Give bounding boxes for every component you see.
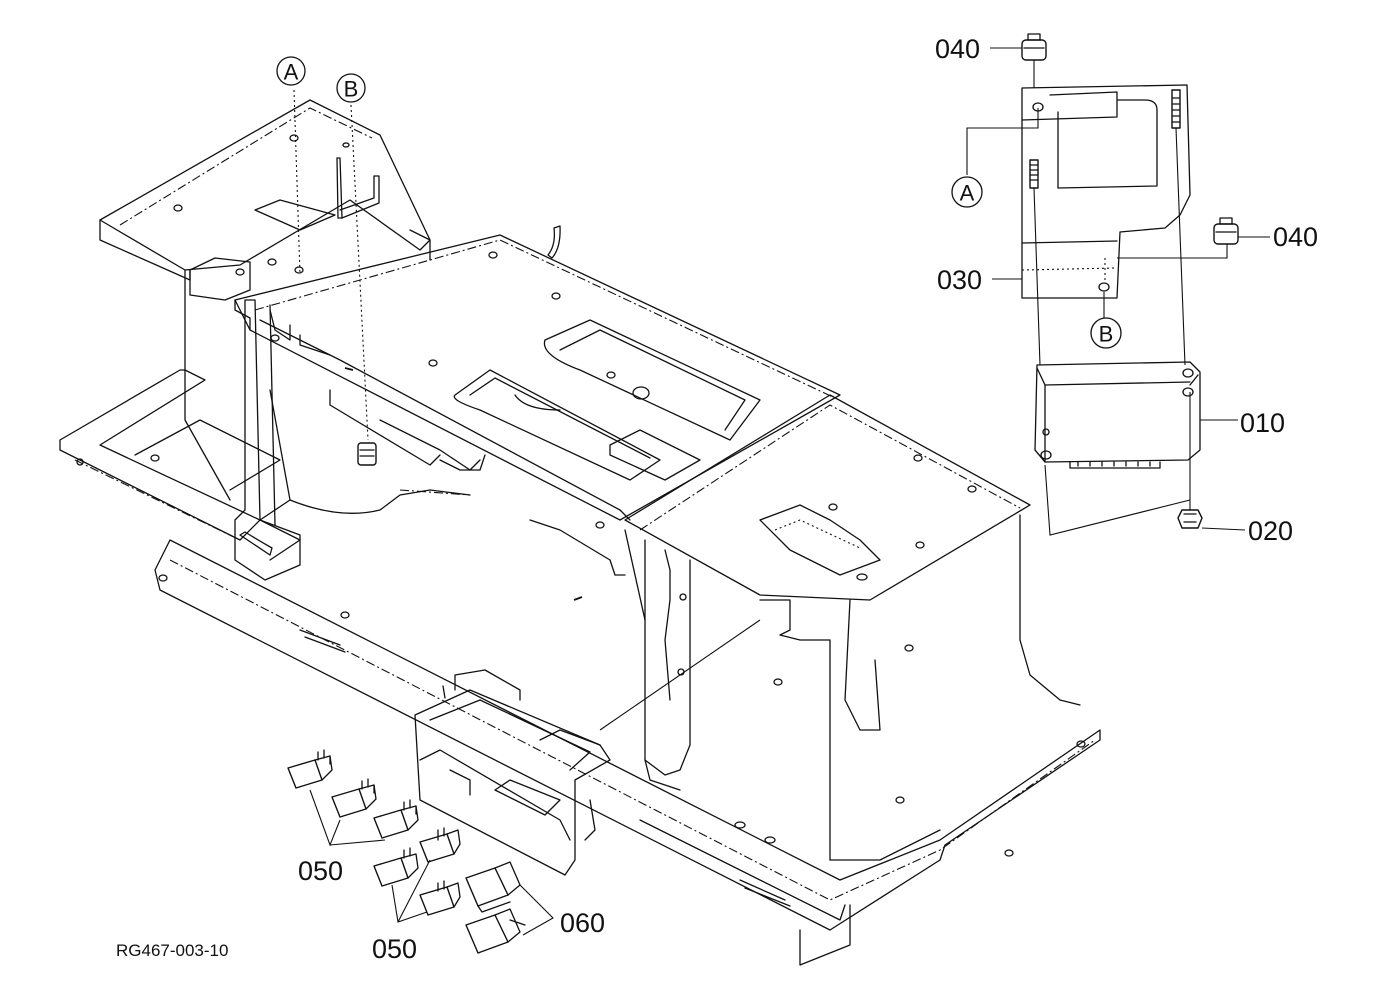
base-plate: [154, 539, 1101, 931]
part-label-030: 030: [937, 265, 982, 295]
callout-b-right-text: B: [1099, 322, 1114, 347]
relay-holder-bracket: [414, 689, 611, 876]
reference-code: RG467-003-10: [116, 941, 228, 960]
bolt-head-center: [357, 442, 377, 466]
part-label-050-upper: 050: [298, 856, 343, 886]
left-support-arm: [234, 299, 301, 581]
top-left-plate: [99, 99, 431, 271]
relay-050-d: [419, 827, 461, 863]
bolt-040-top: [1021, 33, 1047, 88]
bolt-040-right: [1213, 217, 1239, 245]
callout-a-right: A: [951, 176, 983, 208]
callout-b-top: B: [336, 73, 366, 103]
relay-050-a: [287, 749, 333, 789]
right-top-plate: [624, 394, 1031, 601]
part-label-010: 010: [1240, 408, 1285, 438]
callout-b-top-text: B: [344, 77, 359, 102]
main-frame-assembly: [59, 99, 1101, 966]
part-label-040-right: 040: [1273, 222, 1318, 252]
relay-050-c: [373, 799, 419, 839]
nut-020: [1177, 509, 1203, 529]
relay-050-f: [419, 880, 461, 916]
callout-a-right-text: A: [960, 181, 975, 206]
part-label-050-lower: 050: [372, 934, 417, 964]
mounting-bracket-030: [1021, 84, 1191, 299]
relay-group-060: [465, 861, 526, 954]
part-label-040-top: 040: [935, 34, 980, 64]
callout-a-top: A: [276, 56, 306, 86]
controller-010: [1034, 361, 1201, 463]
part-label-060: 060: [560, 908, 605, 938]
callout-b-right: B: [1090, 317, 1122, 349]
relay-050-e: [373, 847, 419, 887]
ecu-mounting-assembly: [1021, 33, 1239, 536]
relay-050-b: [331, 778, 377, 818]
upper-center-plate: [234, 234, 841, 521]
part-label-020: 020: [1248, 516, 1293, 546]
relay-group-050: [287, 749, 461, 916]
relay-060-b: [465, 908, 526, 954]
callout-a-top-text: A: [284, 60, 299, 85]
relay-060-a: [465, 861, 521, 913]
